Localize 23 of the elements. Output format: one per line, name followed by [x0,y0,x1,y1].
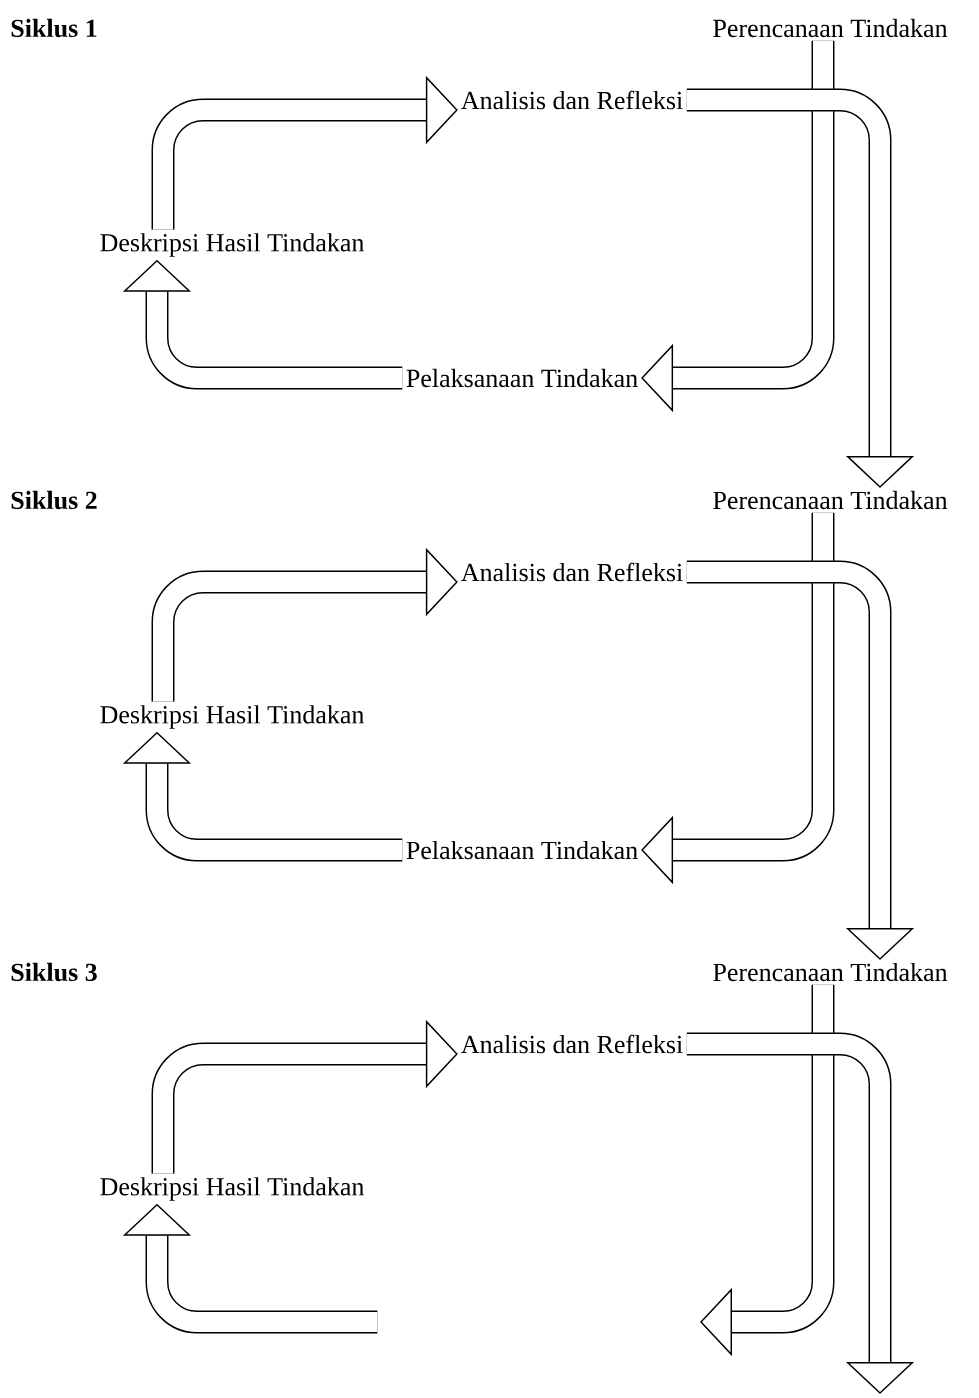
block-arrow [641,512,835,885]
step-label: Deskripsi Hasil Tindakan [100,233,365,257]
block-arrow [700,984,835,1357]
step-label: Perencanaan Tindakan [713,18,948,38]
block-arrow [151,547,458,702]
step-label: Analisis dan Refleksi [461,90,683,110]
block-arrow [686,560,915,960]
step-label: Pelaksanaan Tindakan [406,840,638,860]
block-arrow [641,40,835,413]
block-arrow [686,1032,915,1394]
block-arrow [686,88,915,488]
step-label: Deskripsi Hasil Tindakan [100,1177,365,1201]
cycle-heading: Siklus 2 [11,490,97,510]
block-arrow [151,1019,458,1174]
block-arrow [151,75,458,230]
cycle-heading: Siklus 1 [11,18,97,38]
cycle-heading: Siklus 3 [11,962,97,982]
step-label: Deskripsi Hasil Tindakan [100,705,365,729]
step-label: Analisis dan Refleksi [461,1034,683,1054]
step-label: Perencanaan Tindakan [713,962,948,982]
step-label: Analisis dan Refleksi [461,562,683,582]
step-label: Perencanaan Tindakan [713,490,948,510]
step-label: Pelaksanaan Tindakan [406,368,638,388]
